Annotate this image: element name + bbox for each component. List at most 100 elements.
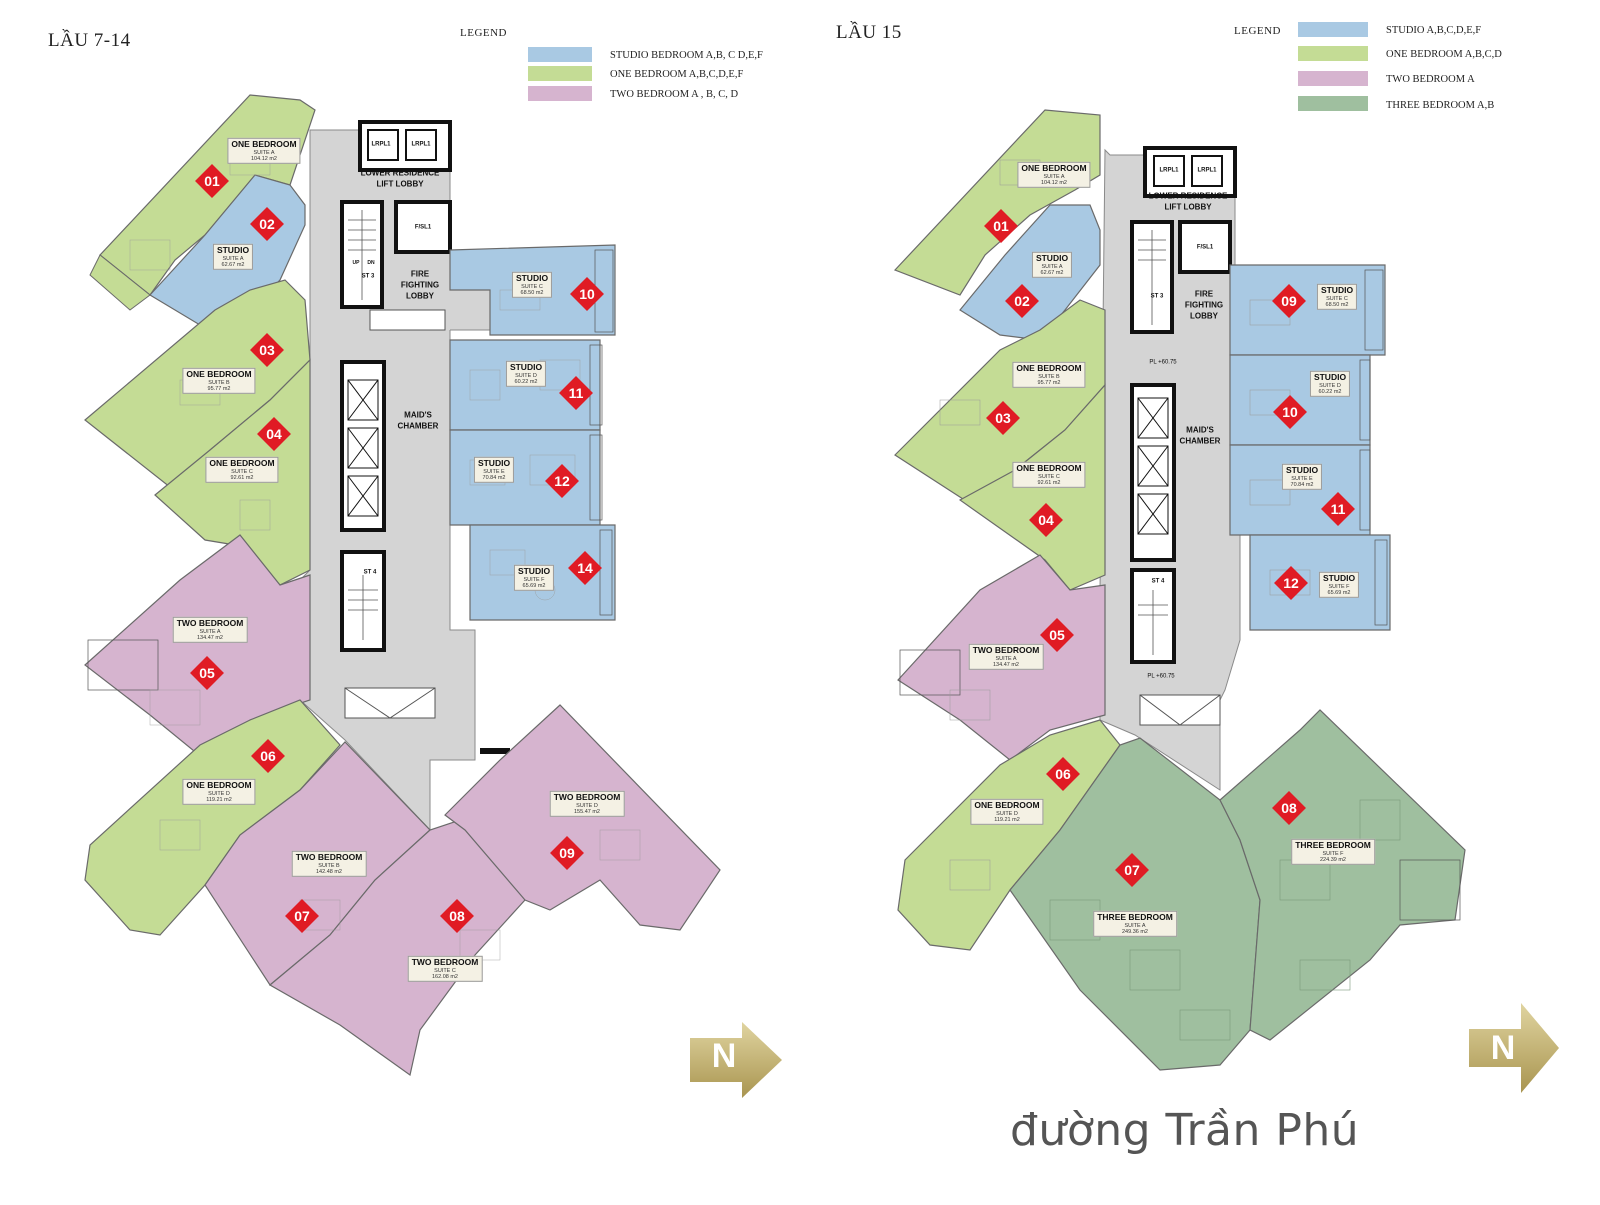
balcony-hatching-right xyxy=(899,269,1461,921)
legend-label-three-bedroom: THREE BEDROOM A,B xyxy=(1386,100,1495,111)
legend-label-one-bedroom: ONE BEDROOM A,B,C,D,E,F xyxy=(610,69,744,80)
unit-marker-09[interactable]: 09 xyxy=(1272,284,1306,318)
unit-08-area xyxy=(1219,709,1466,1041)
unit-marker-07[interactable]: 07 xyxy=(1115,853,1149,887)
unit-marker-02[interactable]: 02 xyxy=(250,207,284,241)
unit-01-balcony xyxy=(89,254,151,311)
void xyxy=(344,687,436,719)
legend-swatch-studio xyxy=(1298,22,1368,37)
unit-01-area xyxy=(893,109,1101,296)
core-label-stair-4: ST 4 xyxy=(1151,578,1165,585)
legend-label-two-bedroom: TWO BEDROOM A xyxy=(1386,74,1475,85)
unit-marker-06[interactable]: 06 xyxy=(251,739,285,773)
unit-marker-09[interactable]: 09 xyxy=(550,836,584,870)
unit-marker-01[interactable]: 01 xyxy=(195,164,229,198)
legend-title: LEGEND xyxy=(1234,25,1281,37)
core-label-lift-1: LRPL1 xyxy=(371,141,391,148)
unit-marker-11[interactable]: 11 xyxy=(559,376,593,410)
core-label-lift-2: LRPL1 xyxy=(411,141,431,148)
unit-marker-12[interactable]: 12 xyxy=(1274,566,1308,600)
core-label-level-top: PL +60.75 xyxy=(1149,359,1177,366)
unit-marker-14[interactable]: 14 xyxy=(568,551,602,585)
unit-marker-11[interactable]: 11 xyxy=(1321,492,1355,526)
fire-lift xyxy=(1178,220,1232,274)
north-letter: N xyxy=(711,1037,737,1075)
unit-marker-05[interactable]: 05 xyxy=(190,656,224,690)
unit-marker-08[interactable]: 08 xyxy=(1272,791,1306,825)
unit-marker-04[interactable]: 04 xyxy=(1029,503,1063,537)
lift-2 xyxy=(1191,155,1223,187)
unit-05-area xyxy=(84,534,311,761)
unit-12-area xyxy=(449,429,601,526)
legend-swatch-studio xyxy=(528,47,592,62)
service-room xyxy=(369,309,446,331)
unit-marker-02[interactable]: 02 xyxy=(1005,284,1039,318)
wall-block xyxy=(480,748,510,754)
core-label-lift-1: LRPL1 xyxy=(1159,167,1179,174)
unit-marker-05[interactable]: 05 xyxy=(1040,618,1074,652)
core-label-fire: FIRE xyxy=(410,269,430,279)
unit-marker-04[interactable]: 04 xyxy=(257,417,291,451)
lift-shaft-crosses xyxy=(347,379,379,517)
lift-shafts xyxy=(1130,383,1176,562)
legend-label-one-bedroom: ONE BEDROOM A,B,C,D xyxy=(1386,49,1502,60)
unit-marker-07[interactable]: 07 xyxy=(285,899,319,933)
unit-marker-01[interactable]: 01 xyxy=(984,209,1018,243)
unit-09-area xyxy=(444,704,721,931)
core-label-dn: DN xyxy=(367,260,375,267)
unit-marker-10[interactable]: 10 xyxy=(1273,395,1307,429)
core-label-lift-lobby: LIFT LOBBY xyxy=(376,179,424,189)
unit-marker-10[interactable]: 10 xyxy=(570,277,604,311)
unit-marker-06[interactable]: 06 xyxy=(1046,757,1080,791)
core-label-fighting: FIGHTING xyxy=(400,280,440,290)
void-lines xyxy=(344,687,436,719)
core-label-lobby: LOBBY xyxy=(1190,311,1218,321)
stair-3-treads xyxy=(348,210,376,300)
core-label-chamber: CHAMBER xyxy=(397,421,439,431)
legend-label-studio: STUDIO BEDROOM A,B, C D,E,F xyxy=(610,50,763,61)
core-label-fighting: FIGHTING xyxy=(1184,300,1224,310)
legend-swatch-one-bedroom xyxy=(1298,46,1368,61)
core-label-fire-lift: F/SL1 xyxy=(414,224,432,231)
legend-swatch-one-bedroom xyxy=(528,66,592,81)
unit-marker-08[interactable]: 08 xyxy=(440,899,474,933)
unit-marker-12[interactable]: 12 xyxy=(545,464,579,498)
stair-4-treads xyxy=(1138,590,1168,655)
void xyxy=(1139,694,1221,726)
fire-lift xyxy=(394,200,452,254)
north-arrow: N xyxy=(1469,1003,1561,1093)
core-label-lobby: LOBBY xyxy=(406,291,434,301)
legend-swatch-three-bedroom xyxy=(1298,96,1368,111)
legend-title: LEGEND xyxy=(460,27,507,39)
core-label-maids: MAID'S xyxy=(1186,425,1214,435)
legend-label-studio: STUDIO A,B,C,D,E,F xyxy=(1386,25,1482,36)
legend-label-two-bedroom: TWO BEDROOM A , B, C, D xyxy=(610,89,739,100)
stair-4-treads xyxy=(348,575,378,640)
core-label-chamber: CHAMBER xyxy=(1179,436,1221,446)
north-letter: N xyxy=(1490,1029,1516,1067)
lift-1 xyxy=(367,129,399,161)
legend-swatch-two-bedroom xyxy=(528,86,592,101)
core-label-stair-3: ST 3 xyxy=(1150,293,1164,300)
core-label-stair-3: ST 3 xyxy=(361,273,375,280)
unit-marker-03[interactable]: 03 xyxy=(986,401,1020,435)
lift-shafts xyxy=(340,360,386,532)
unit-marker-03[interactable]: 03 xyxy=(250,333,284,367)
